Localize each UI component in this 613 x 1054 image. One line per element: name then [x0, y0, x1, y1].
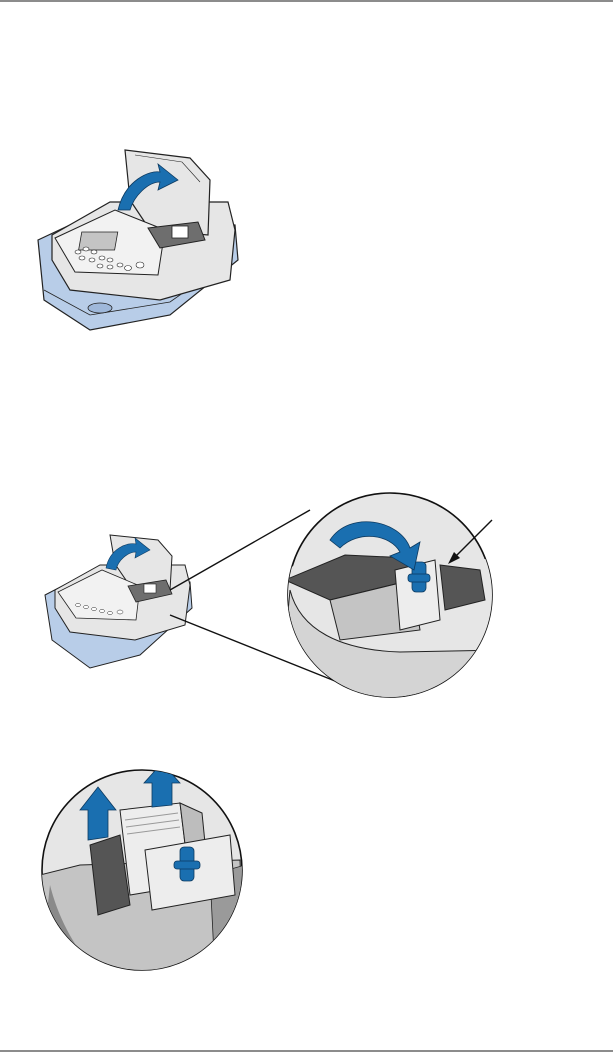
footer-rule: [0, 1050, 613, 1052]
ink-cartridge-removal-closeup: [40, 765, 245, 975]
zoom-circle: [280, 493, 500, 700]
meter-thumbnail: [45, 535, 192, 668]
meter-lid-open-illustration: [30, 140, 250, 340]
ink-cartridge-latch-closeup: [40, 490, 500, 700]
header-rule: [0, 0, 613, 2]
